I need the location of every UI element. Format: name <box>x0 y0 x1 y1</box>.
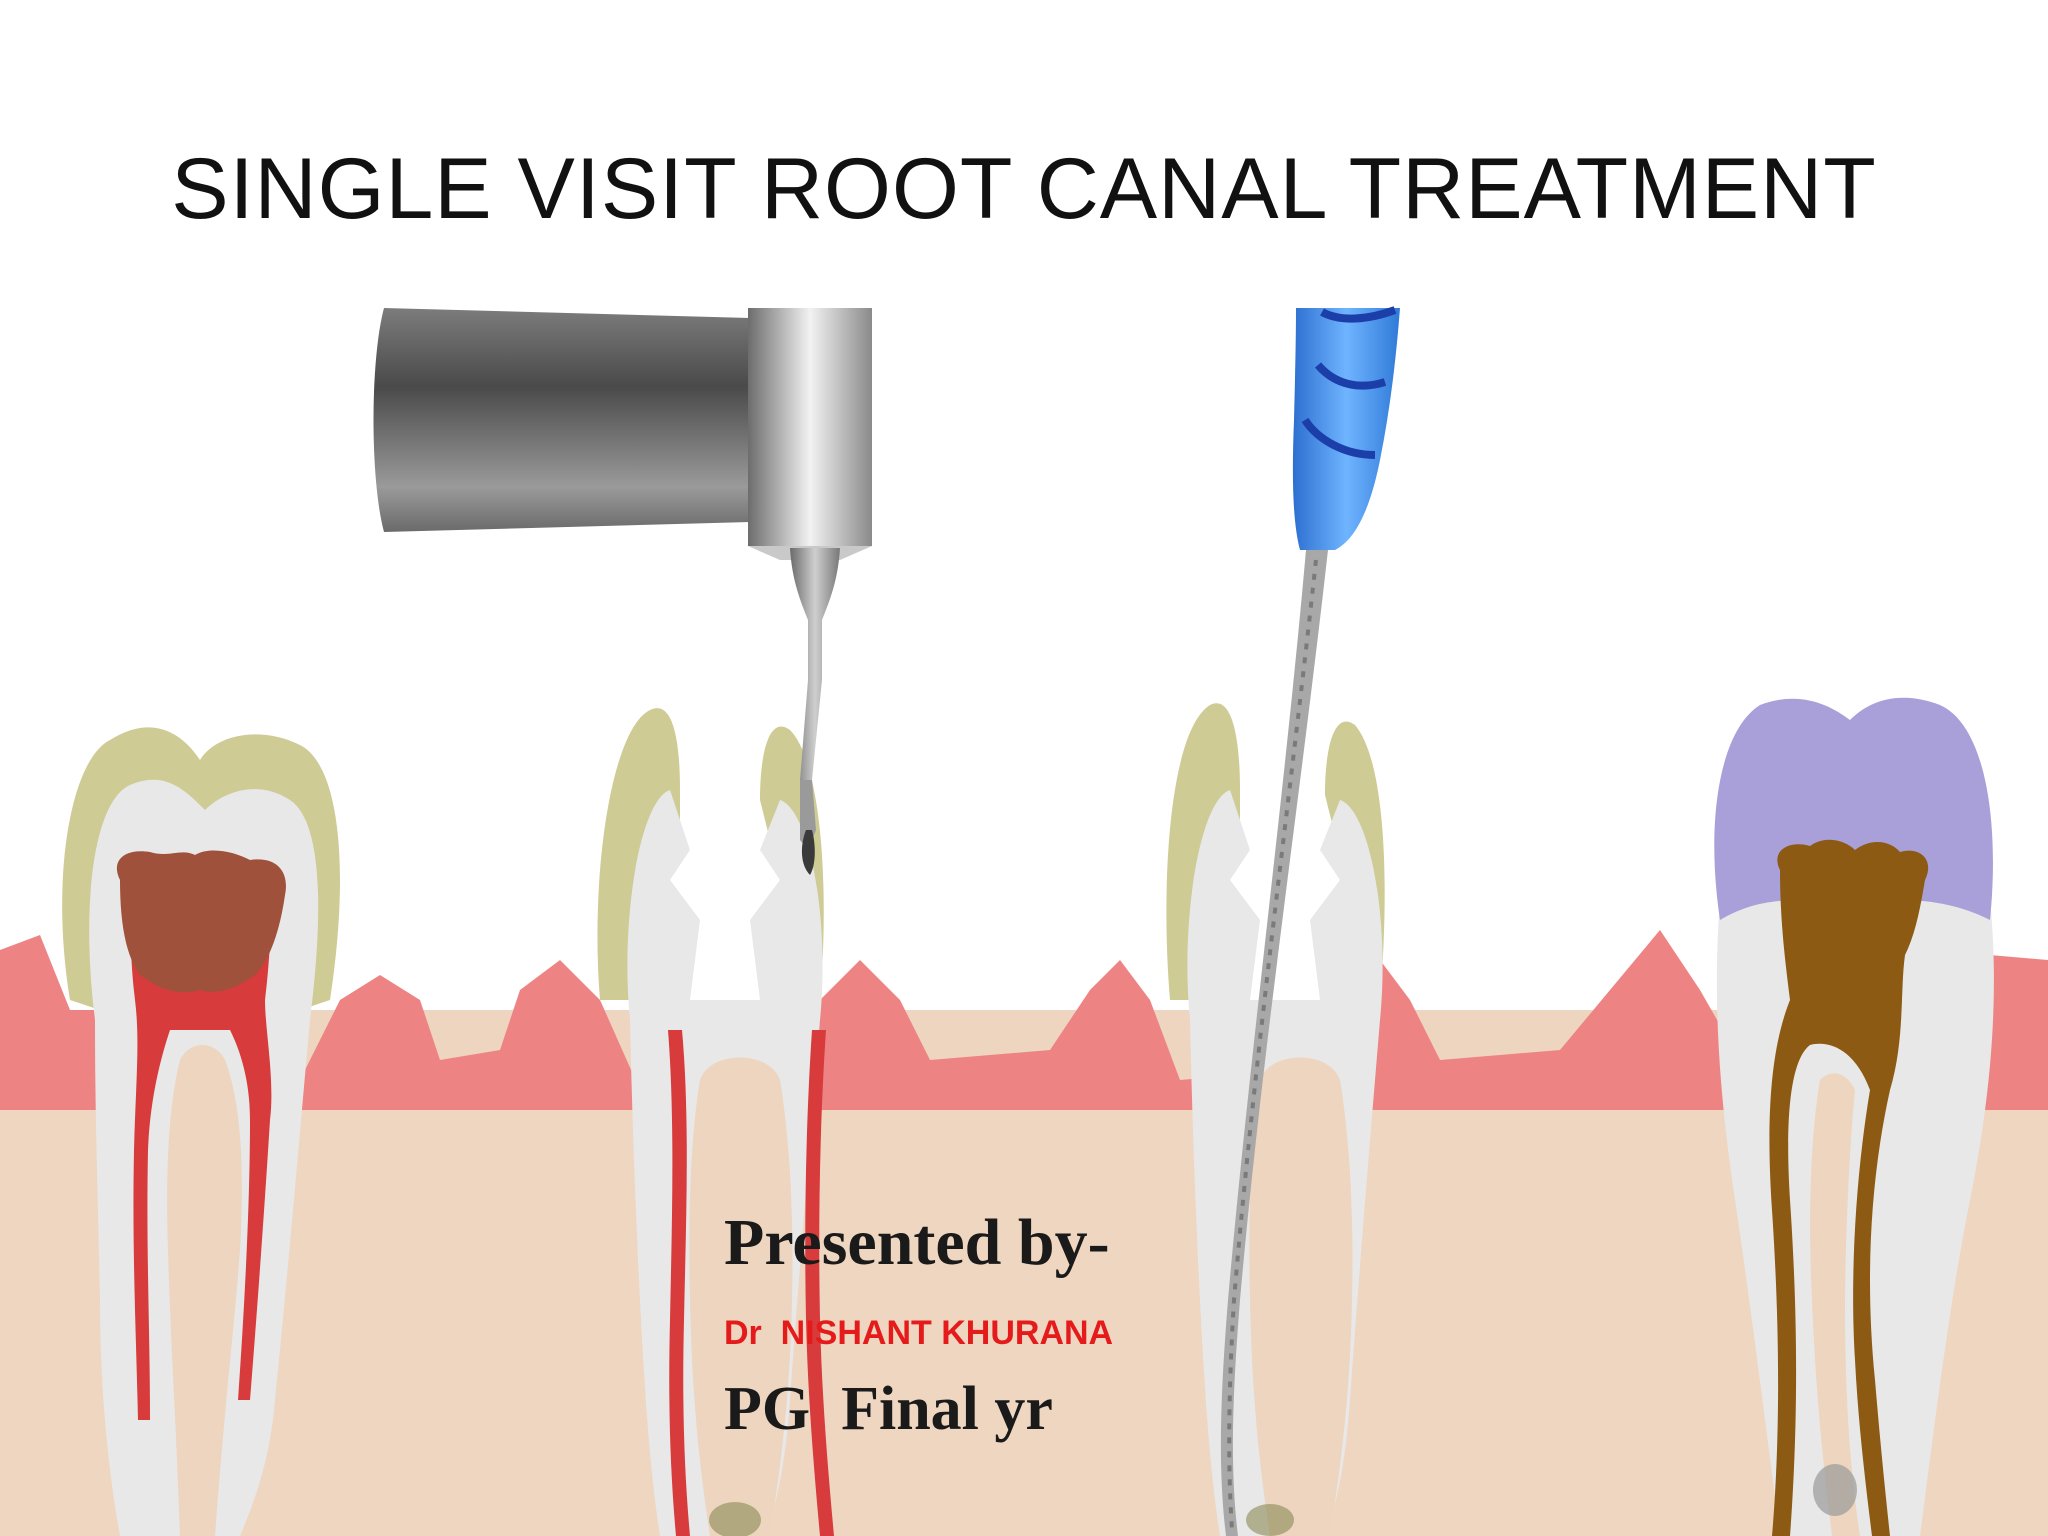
presenter-name: Dr NISHANT KHURANA <box>724 1314 1114 1352</box>
presented-by-label: Presented by- <box>724 1206 1110 1279</box>
instrumented-tooth <box>1166 703 1385 1536</box>
presenter-role: PG Final yr <box>724 1375 1053 1443</box>
filled-crowned-tooth <box>1714 697 1994 1536</box>
access-opening-tooth <box>597 708 834 1536</box>
infected-tooth <box>62 727 341 1536</box>
endodontic-file-icon <box>1220 306 1400 1536</box>
presenter-block: Presented by- Dr NISHANT KHURANA PG Fina… <box>724 1206 1284 1443</box>
handpiece-icon <box>373 308 872 875</box>
gum-band <box>0 930 2048 1130</box>
slide-title: SINGLE VISIT ROOT CANAL TREATMENT <box>171 141 1877 237</box>
